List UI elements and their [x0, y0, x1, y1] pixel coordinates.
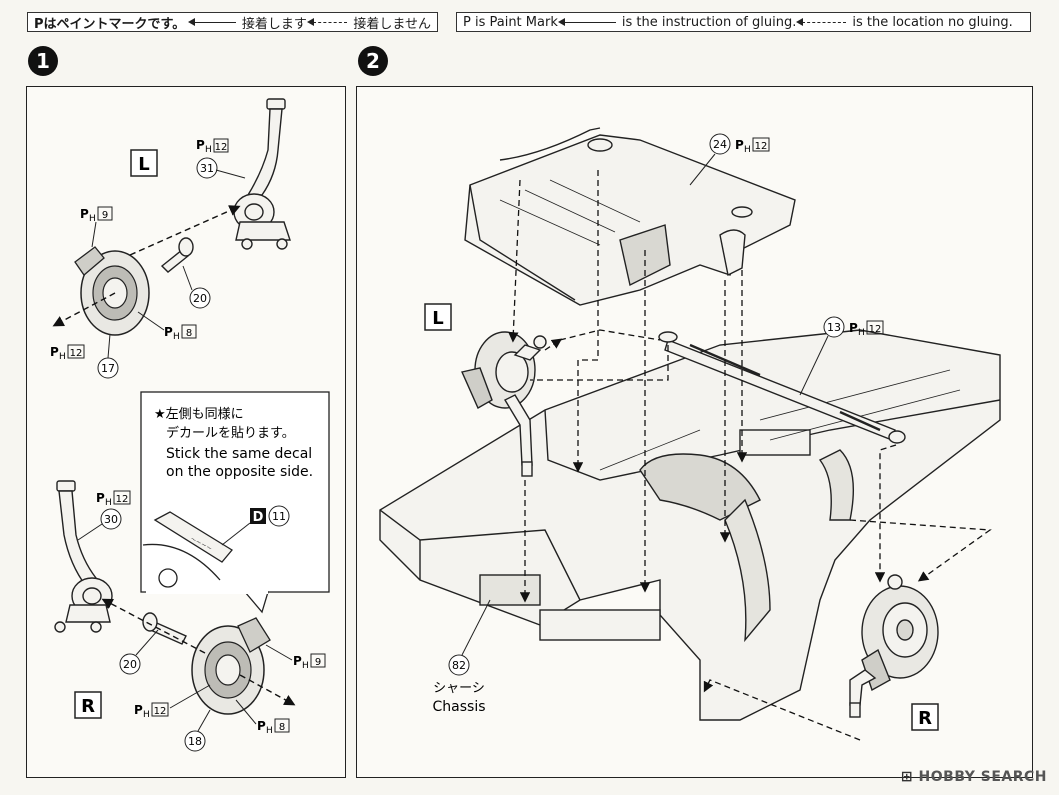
- paint-k31: 12: [215, 142, 228, 153]
- note-jp-line1: ★左側も同様に: [154, 407, 244, 422]
- tie-rod-13: [658, 331, 906, 444]
- chassis-label-jp: シャーシ: [433, 681, 485, 696]
- paint-sub: H: [858, 328, 865, 338]
- glue-text-en: is the instruction of gluing.: [621, 14, 797, 30]
- arrow-disc18-to-knuckle: [101, 598, 206, 654]
- paint-k30: 12: [116, 494, 129, 505]
- part-24: 24: [713, 138, 727, 151]
- solid-arrow-icon: [188, 17, 236, 26]
- paint-mark-text-en: P is Paint Mark: [463, 14, 558, 30]
- watermark-text: HOBBY SEARCH: [918, 769, 1047, 785]
- part-20-bottom: 20: [123, 658, 137, 671]
- knuckle-31: [233, 98, 291, 250]
- decal-note-box: [140, 391, 330, 593]
- dashed-arrow-icon: [796, 17, 847, 26]
- paint-sub: H: [205, 145, 212, 155]
- brake-disc-17: [74, 246, 150, 336]
- dashed-arrow-icon: [306, 17, 348, 26]
- paint-mark-text: Pはペイントマークです。: [34, 16, 186, 32]
- part-18: 18: [188, 735, 202, 748]
- side-label-L2: L: [432, 308, 443, 329]
- solid-arrow-icon: [557, 17, 616, 26]
- paint-disc18-inner: 12: [154, 706, 167, 717]
- paint-prefix: P: [293, 654, 302, 668]
- side-label-R2: R: [918, 708, 932, 729]
- guide-L-to-tierod: [559, 329, 661, 341]
- caliper-bottom: [237, 617, 271, 653]
- part-82: 82: [452, 659, 466, 672]
- paint-prefix: P: [735, 138, 744, 152]
- paint-prefix: P: [257, 719, 266, 733]
- hub-left: [461, 331, 547, 477]
- guide-tierod-to-L: [530, 345, 669, 381]
- side-label-box-R2: [911, 703, 939, 731]
- hobby-search-logo-icon: ⊞: [900, 769, 914, 785]
- shaft-20-top: [160, 237, 194, 273]
- paint-prefix: P: [849, 321, 858, 335]
- paint-caliper-top: 9: [102, 210, 108, 221]
- arrow-disc18-outward: [239, 674, 296, 706]
- paint-13: 12: [869, 324, 882, 335]
- side-label-box-R: [74, 691, 102, 719]
- paint-disc18-outer: 8: [279, 722, 285, 733]
- no-glue-text-en: is the location no gluing.: [852, 14, 1013, 30]
- guide-L-upper: [508, 179, 521, 343]
- watermark: ⊞ HOBBY SEARCH: [901, 769, 1047, 785]
- guide-R-to-chassis: [703, 679, 861, 741]
- paint-prefix: P: [50, 345, 59, 359]
- decal-letter: D: [253, 510, 264, 525]
- legend-japanese: Pはペイントマークです。 接着します 接着しません: [27, 12, 438, 32]
- step-number-2: 2: [358, 46, 388, 76]
- paint-prefix: P: [96, 491, 105, 505]
- note-en-line1: Stick the same decal: [166, 446, 312, 462]
- arrow-disc-outward: [52, 292, 116, 327]
- paint-caliper-bottom: 9: [315, 657, 321, 668]
- guide-crossmember-left: [572, 170, 599, 473]
- part-17: 17: [101, 362, 115, 375]
- paint-sub: H: [105, 498, 112, 508]
- part-20-top: 20: [193, 292, 207, 305]
- paint-sub: H: [143, 710, 150, 720]
- part-13: 13: [827, 321, 841, 334]
- paint-sub: H: [89, 214, 96, 224]
- part-30: 30: [104, 513, 118, 526]
- paint-sub: H: [744, 145, 751, 155]
- paint-prefix: P: [196, 138, 205, 152]
- brake-disc-18: [191, 617, 271, 715]
- side-label-L: L: [138, 154, 149, 175]
- step-number-1: 1: [28, 46, 58, 76]
- decal-number: 11: [272, 510, 286, 523]
- paint-24: 12: [755, 141, 768, 152]
- chassis-label-en: Chassis: [433, 699, 486, 715]
- crossmember-24: [464, 127, 796, 306]
- legend-english: P is Paint Mark is the instruction of gl…: [456, 12, 1031, 32]
- side-label-R: R: [81, 696, 95, 717]
- paint-sub: H: [173, 332, 180, 342]
- side-label-box-L2: [424, 303, 452, 331]
- paint-prefix: P: [80, 207, 89, 221]
- paint-prefix: P: [164, 325, 173, 339]
- no-glue-text: 接着しません: [353, 16, 431, 32]
- paint-disc17-inner: 8: [186, 328, 192, 339]
- side-label-box-L: [130, 149, 158, 177]
- note-en-line2: on the opposite side.: [166, 464, 313, 480]
- paint-prefix: P: [134, 703, 143, 717]
- glue-text: 接着します: [241, 16, 307, 32]
- part-31: 31: [200, 162, 214, 175]
- paint-sub: H: [266, 726, 273, 736]
- arrow-to-L-hub: [544, 338, 563, 351]
- hub-right: [849, 574, 939, 718]
- note-jp-line2: デカールを貼ります。: [166, 425, 295, 441]
- paint-disc17-outer: 12: [70, 348, 83, 359]
- paint-sub: H: [59, 352, 66, 362]
- paint-sub: H: [302, 661, 309, 671]
- guide-chassis-to-R: [849, 519, 992, 582]
- chassis-82: [379, 329, 1001, 721]
- guide-tierod-to-R: [874, 444, 897, 583]
- caliper-top: [74, 246, 105, 276]
